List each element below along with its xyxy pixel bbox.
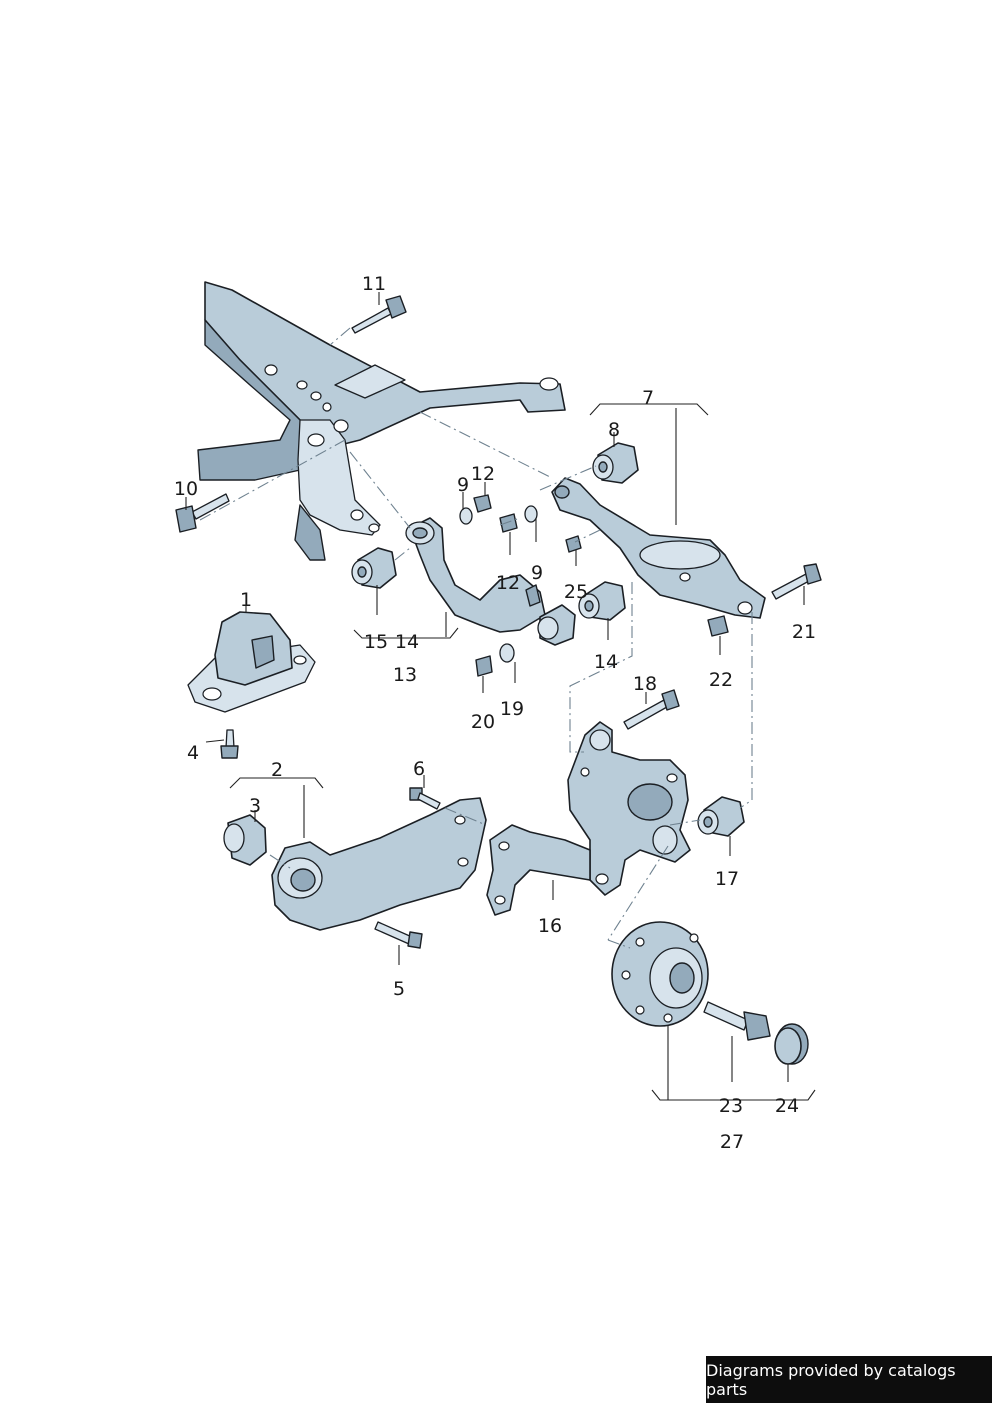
label-7: 7 [642,387,654,409]
label-21: 21 [792,621,816,643]
bush-3 [223,814,267,866]
label-13: 13 [393,664,417,686]
assembly-lines [199,327,753,949]
label-10: 10 [174,478,198,500]
trailing-link [486,824,591,916]
label-4: 4 [187,742,199,764]
subframe [197,281,566,561]
credit-text: Diagrams provided by catalogs parts [706,1360,956,1399]
label-14b: 14 [594,651,618,673]
label-18: 18 [633,673,657,695]
bolt-4 [220,729,239,759]
bush-14 [578,581,626,621]
label-15: 15 [364,631,388,653]
bolt-18 [623,689,680,730]
wheel-carrier-16 [567,721,691,896]
label-11: 11 [362,273,386,295]
upper-link-13 [405,517,576,646]
wheel-hub-23 [611,921,709,1027]
lower-arm-7 [551,477,766,619]
label-2: 2 [271,759,283,781]
credit-banner: Diagrams provided by catalogs parts [706,1356,992,1403]
label-27: 27 [720,1131,744,1153]
label-12b: 12 [496,572,520,594]
label-9a: 9 [457,474,469,496]
hub-cap-24 [774,1023,809,1065]
label-17: 17 [715,868,739,890]
bush-17 [697,796,745,837]
label-14a: 14 [395,631,419,653]
leader-lines [185,292,816,1101]
label-3: 3 [249,795,261,817]
bolt-10 [175,493,230,533]
part-labels: 1 2 3 4 5 6 7 8 9 9 10 11 12 12 13 14 14… [174,273,816,1153]
hub-bolt [703,1001,771,1041]
label-22: 22 [709,669,733,691]
label-24: 24 [775,1095,799,1117]
bush-15 [351,547,397,589]
label-20: 20 [471,711,495,733]
label-8: 8 [608,419,620,441]
nut-22 [707,615,729,637]
label-25: 25 [564,581,588,603]
label-6: 6 [413,758,425,780]
label-1: 1 [240,589,252,611]
label-5: 5 [393,978,405,1000]
bolt-11 [351,295,407,334]
bolt-21 [771,563,822,600]
label-9b: 9 [531,562,543,584]
label-19: 19 [500,698,524,720]
rubber-mount-1 [187,611,316,713]
label-16: 16 [538,915,562,937]
label-23: 23 [719,1095,743,1117]
bolt-5 [374,921,423,949]
small-hardware [459,494,582,677]
bolt-6 [409,787,441,810]
bush-8 [592,442,639,484]
label-12a: 12 [471,463,495,485]
